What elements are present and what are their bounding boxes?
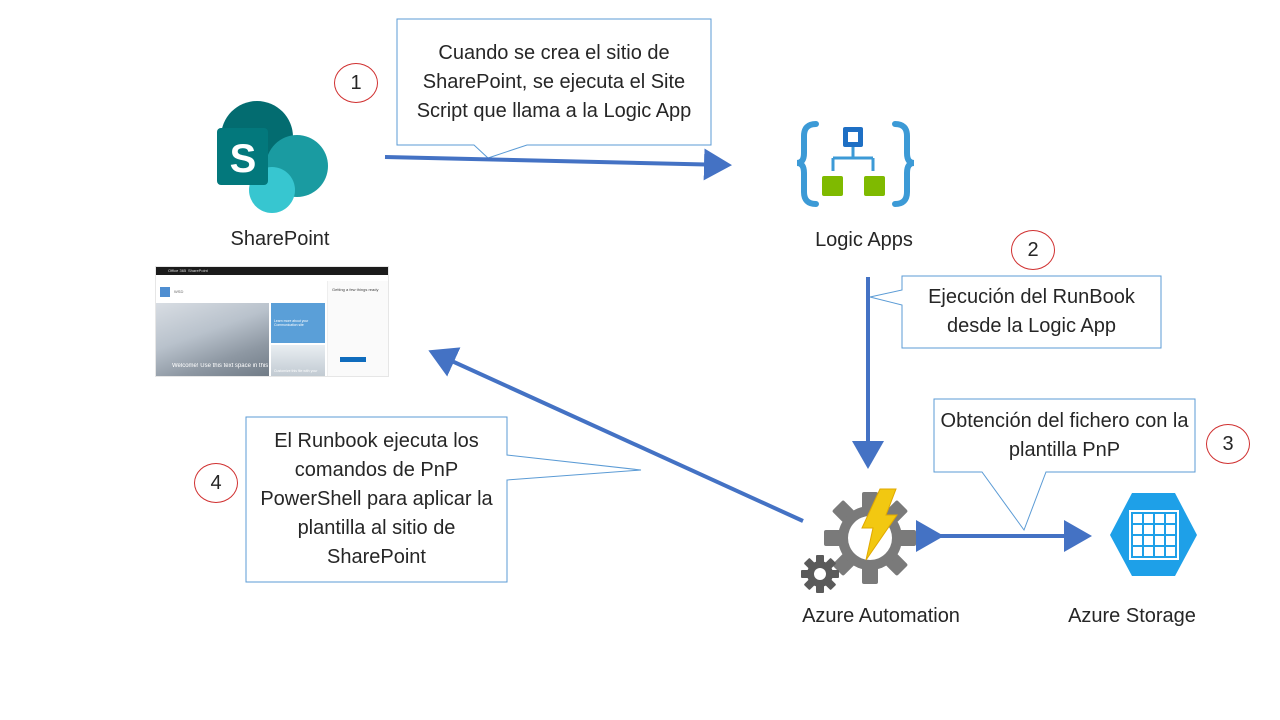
logic-apps-icon (796, 121, 915, 207)
arrow-automation-to-sharepoint (428, 347, 804, 523)
sp-app-bar-text: Office 365 (168, 268, 187, 273)
sp-side-panel: Getting a few things ready (327, 281, 388, 376)
sharepoint-label: SharePoint (230, 228, 330, 250)
azure-automation-icon (801, 488, 916, 593)
step-3-marker: 3 (1206, 424, 1250, 464)
azure-storage-label: Azure Storage (1068, 605, 1196, 627)
sp-app-name-text: SharePoint (188, 268, 208, 273)
sp-tile-blue: Learn more about your Communication site (271, 303, 325, 343)
sp-site-name: WSD (174, 289, 184, 294)
sp-site-logo (160, 287, 170, 297)
sp-tile-image: Customize this file with your (271, 345, 325, 376)
step-4-marker: 4 (194, 463, 238, 503)
sp-panel-title: Getting a few things ready (332, 287, 379, 292)
callout-step3-text: Obtención del fichero con la plantilla P… (940, 409, 1189, 461)
step-2-marker: 2 (1011, 230, 1055, 270)
sharepoint-site-screenshot: Office 365 SharePoint WSD Welcome! Use t… (155, 266, 389, 377)
callout-step1-text: Cuando se crea el sitio de SharePoint, s… (416, 41, 692, 122)
callout-step4-shape (245, 416, 642, 583)
callout-step2-text: Ejecución del RunBook desde la Logic App (928, 286, 1135, 337)
arrow-sharepoint-to-logicapps (384, 148, 732, 181)
sp-site-header: WSD (156, 275, 327, 303)
sp-hero-image (156, 303, 269, 376)
sp-suite-bar: Office 365 SharePoint (156, 267, 388, 275)
sp-panel-button (340, 357, 366, 362)
azure-automation-label: Azure Automation (802, 605, 960, 627)
callout-step2-shape (869, 275, 1162, 349)
sp-tile-text: Learn more about your Communication site (274, 319, 309, 327)
logic-apps-label: Logic Apps (815, 229, 913, 251)
azure-storage-icon (1110, 493, 1197, 576)
step-1-marker: 1 (334, 63, 378, 103)
callout-step4-text: El Runbook ejecuta los comandos de PnP P… (260, 430, 493, 568)
sharepoint-icon: S (217, 101, 328, 213)
sp-tile2-text: Customize this file with your (274, 369, 318, 373)
callout-step3-shape (933, 398, 1196, 532)
callout-step1-shape (396, 18, 712, 159)
sp-hero-caption: Welcome! Use this text space in this pag… (172, 363, 269, 369)
svg-text:S: S (230, 137, 257, 181)
